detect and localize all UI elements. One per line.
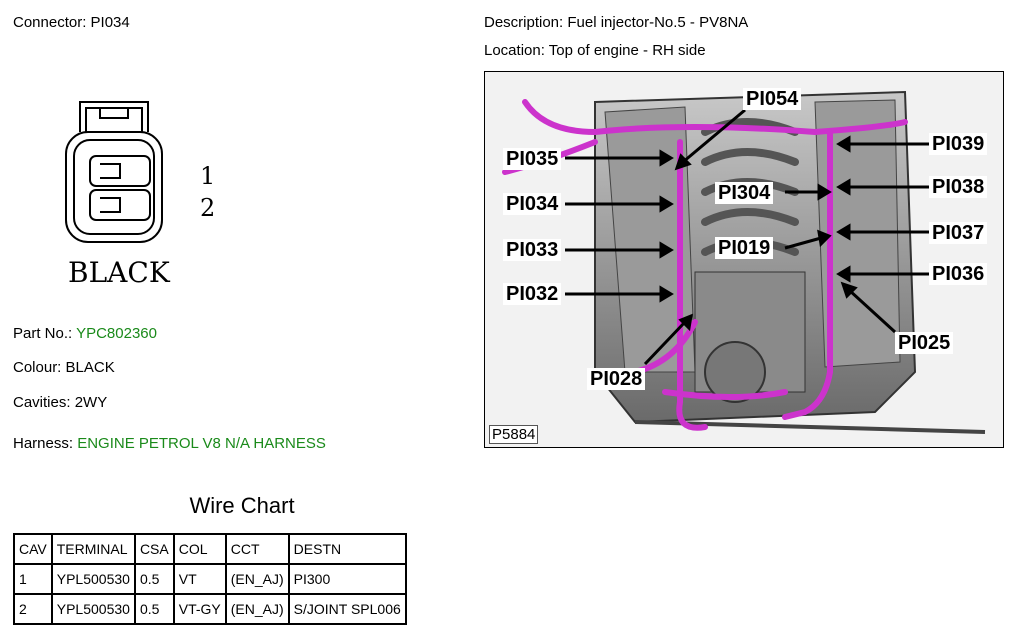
- table-row: 2 YPL500530 0.5 VT-GY (EN_AJ) S/JOINT SP…: [13, 593, 407, 625]
- location-value: Top of engine - RH side: [548, 42, 706, 59]
- part-no-line: Part No.: YPC802360: [13, 325, 157, 342]
- header-cav: CAV: [13, 533, 53, 565]
- connector-heading: Connector: PI034: [13, 14, 130, 31]
- table-header-row: CAV TERMINAL CSA COL CCT DESTN: [13, 533, 407, 565]
- callout-pi025: PI025: [895, 332, 954, 354]
- cell-csa: 0.5: [133, 563, 175, 595]
- cavities-line: Cavities: 2WY: [13, 394, 107, 411]
- callout-pi035: PI035: [503, 148, 562, 170]
- connector-body-text: BLACK: [68, 256, 171, 289]
- connector-face-drawing: 1 2 BLACK: [65, 101, 215, 289]
- callout-pi039: PI039: [929, 133, 988, 155]
- wire-chart-title: Wire Chart: [189, 493, 295, 518]
- header-destn: DESTN: [287, 533, 407, 565]
- callout-pi019: PI019: [715, 237, 774, 259]
- connector-label: Connector:: [13, 14, 87, 31]
- callout-pi037: PI037: [929, 222, 988, 244]
- harness-line: Harness: ENGINE PETROL V8 N/A HARNESS: [13, 435, 326, 452]
- photo-id: P5884: [489, 425, 539, 444]
- callout-pi032: PI032: [503, 283, 562, 305]
- callout-pi304: PI304: [715, 182, 774, 204]
- header-terminal: TERMINAL: [50, 533, 136, 565]
- callout-pi034: PI034: [503, 193, 562, 215]
- cell-cct: (EN_AJ): [224, 593, 290, 625]
- description-label: Description:: [484, 14, 564, 31]
- cell-destn: PI300: [287, 563, 407, 595]
- callout-pi054: PI054: [743, 88, 802, 110]
- header-col: COL: [172, 533, 227, 565]
- connector-id: PI034: [90, 14, 130, 31]
- header-cct: CCT: [224, 533, 290, 565]
- cell-cav: 2: [13, 593, 53, 625]
- engine-location-photo: PI054 PI035 PI034 PI033 PI032 PI028 PI03…: [484, 71, 1004, 448]
- cavities-label: Cavities:: [13, 394, 71, 411]
- callout-pi038: PI038: [929, 176, 988, 198]
- description-value: Fuel injector-No.5 - PV8NA: [567, 14, 749, 31]
- header-csa: CSA: [133, 533, 175, 565]
- location-line: Location: Top of engine - RH side: [484, 42, 706, 59]
- callout-arrows: [565, 108, 929, 366]
- colour-label: Colour:: [13, 359, 62, 376]
- callout-pi033: PI033: [503, 239, 562, 261]
- colour-value: BLACK: [65, 359, 115, 376]
- cavities-value: 2WY: [74, 394, 108, 411]
- cell-col: VT: [172, 563, 227, 595]
- part-no-label: Part No.:: [13, 325, 73, 342]
- harness-link[interactable]: ENGINE PETROL V8 N/A HARNESS: [77, 435, 326, 452]
- description-line: Description: Fuel injector-No.5 - PV8NA: [484, 14, 748, 31]
- cell-col: VT-GY: [172, 593, 227, 625]
- pin-number-1: 1: [200, 162, 215, 190]
- pin-number-2: 2: [200, 194, 215, 222]
- table-row: 1 YPL500530 0.5 VT (EN_AJ) PI300: [13, 563, 407, 595]
- part-no-link[interactable]: YPC802360: [76, 325, 157, 342]
- cell-destn: S/JOINT SPL006: [287, 593, 407, 625]
- cell-cav: 1: [13, 563, 53, 595]
- engine-illustration: [485, 72, 1003, 447]
- cell-terminal: YPL500530: [50, 563, 136, 595]
- wire-chart-table: CAV TERMINAL CSA COL CCT DESTN 1 YPL5005…: [13, 533, 407, 625]
- location-label: Location:: [484, 42, 545, 59]
- cell-terminal: YPL500530: [50, 593, 136, 625]
- callout-pi028: PI028: [587, 368, 646, 390]
- colour-line: Colour: BLACK: [13, 359, 115, 376]
- callout-pi036: PI036: [929, 263, 988, 285]
- cell-cct: (EN_AJ): [224, 563, 290, 595]
- harness-routing: [502, 99, 908, 431]
- cell-csa: 0.5: [133, 593, 175, 625]
- harness-label: Harness:: [13, 435, 74, 452]
